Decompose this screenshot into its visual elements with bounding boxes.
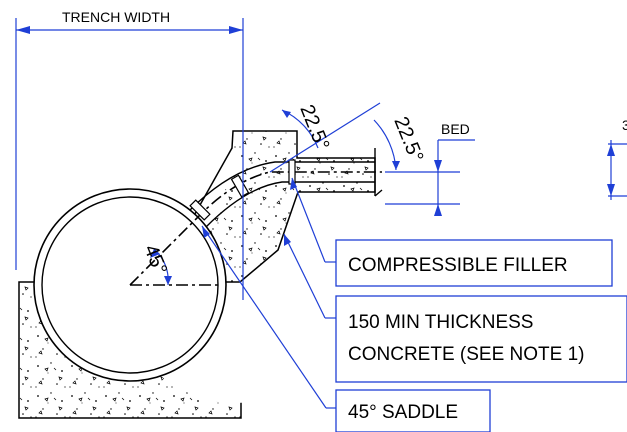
callout-leaders [201, 177, 336, 409]
bed-label: BED [441, 121, 470, 137]
angle-arcs [150, 102, 400, 286]
callout-saddle: 45° SADDLE [335, 389, 491, 432]
callout-compressible-filler-text: COMPRESSIBLE FILLER [348, 255, 568, 276]
callout-concrete: 150 MIN THICKNESS CONCRETE (SEE NOTE 1) [335, 295, 627, 383]
bent-pipe [129, 148, 383, 286]
callout-concrete-line2: CONCRETE (SEE NOTE 1) [348, 344, 584, 365]
callout-saddle-text: 45° SADDLE [348, 402, 458, 423]
right-edge-dimension [607, 140, 627, 200]
trench-width-label: TRENCH WIDTH [62, 9, 170, 25]
right-edge-clipped-text: 3 [622, 117, 627, 133]
angle-upper-label: 22.5° [295, 102, 333, 154]
callout-concrete-line1: 150 MIN THICKNESS [348, 312, 533, 333]
trench-width-dimension [15, 18, 244, 300]
callout-compressible-filler: COMPRESSIBLE FILLER [335, 239, 613, 287]
angle-right-label: 22.5° [389, 114, 427, 166]
bed-dimension [385, 139, 475, 216]
